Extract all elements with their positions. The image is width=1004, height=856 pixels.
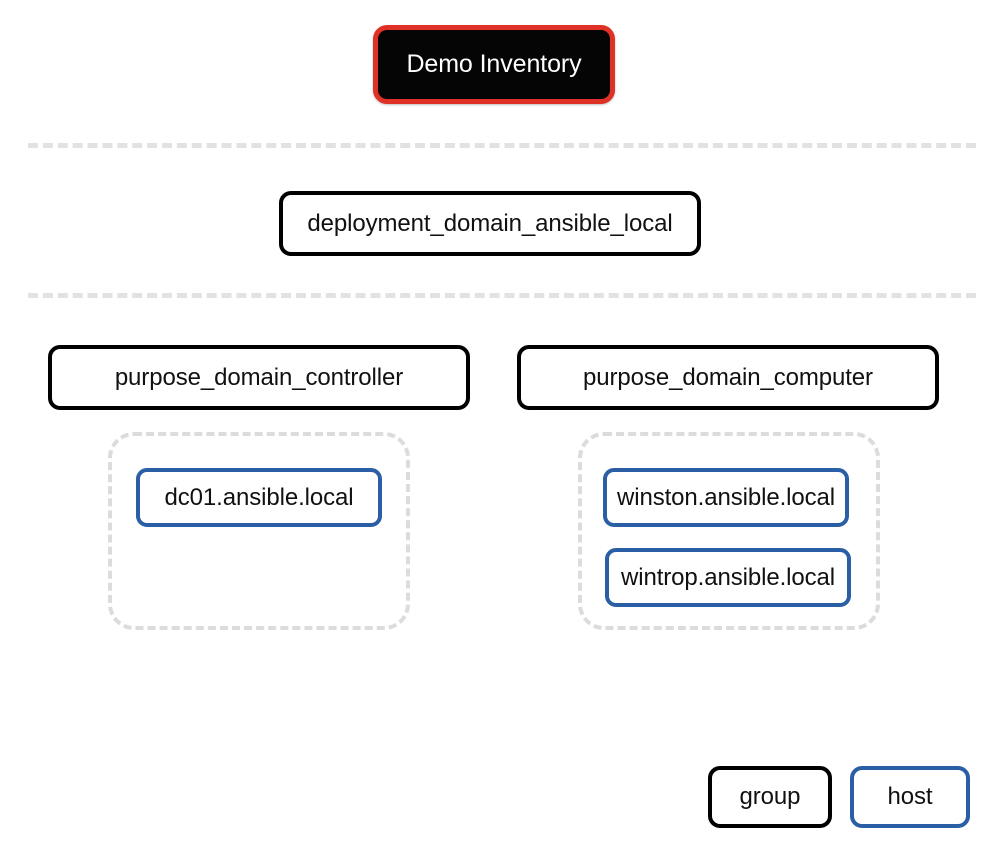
host-node-wintrop-ansible-local[interactable]: wintrop.ansible.local	[605, 548, 851, 607]
inventory-root-label: Demo Inventory	[406, 50, 582, 78]
host-node-winston-ansible-local[interactable]: winston.ansible.local	[603, 468, 849, 527]
group-node-label: purpose_domain_computer	[583, 363, 873, 391]
legend-item-group-label: group	[739, 783, 801, 810]
legend-item-host-label: host	[887, 783, 933, 810]
legend-item-host[interactable]: host	[850, 766, 970, 828]
legend-item-group[interactable]: group	[708, 766, 832, 828]
group-node-label: deployment_domain_ansible_local	[307, 209, 673, 237]
host-container-purpose-domain-controller	[108, 432, 410, 630]
group-node-label: purpose_domain_controller	[114, 363, 404, 391]
host-container-purpose-domain-computer	[578, 432, 880, 630]
host-node-label: wintrop.ansible.local	[620, 563, 836, 591]
group-node-purpose-domain-computer[interactable]: purpose_domain_computer	[517, 345, 939, 410]
rank-separator-1	[28, 143, 976, 148]
host-node-label: winston.ansible.local	[616, 483, 836, 511]
host-node-dc01-ansible-local[interactable]: dc01.ansible.local	[136, 468, 382, 527]
host-node-label: dc01.ansible.local	[164, 483, 354, 511]
rank-separator-2	[28, 293, 976, 298]
group-node-deployment-domain-ansible-local[interactable]: deployment_domain_ansible_local	[279, 191, 701, 256]
group-node-purpose-domain-controller[interactable]: purpose_domain_controller	[48, 345, 470, 410]
inventory-root-node[interactable]: Demo Inventory	[373, 25, 615, 104]
